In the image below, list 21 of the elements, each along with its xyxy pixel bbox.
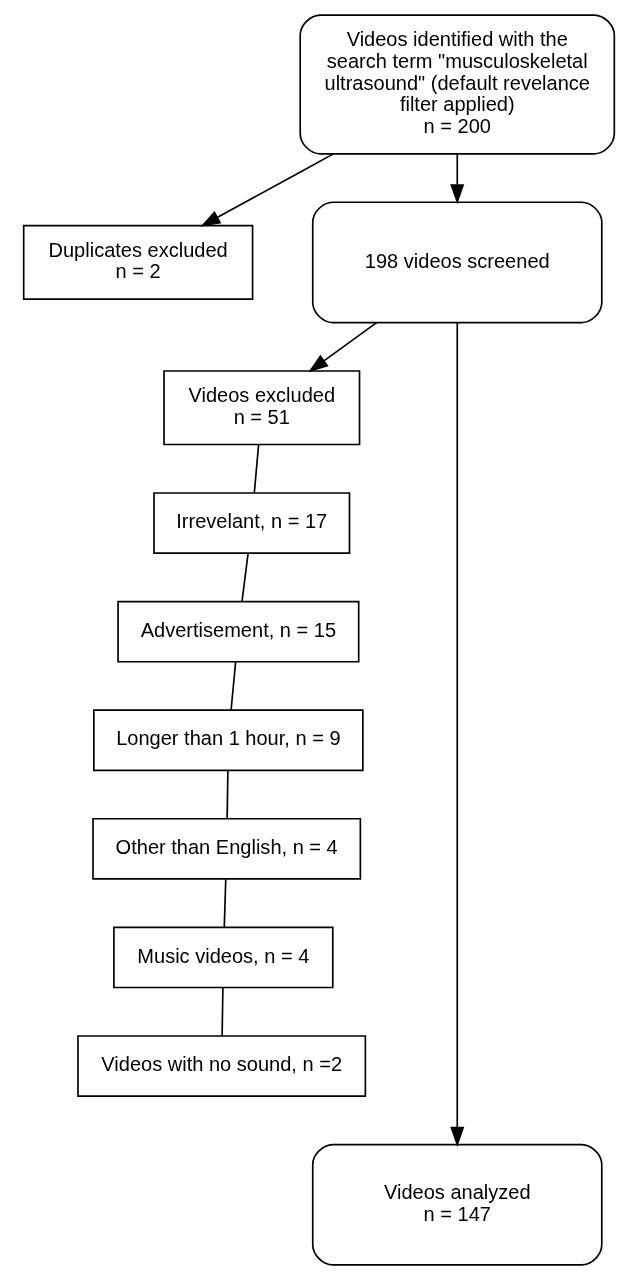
arrow [308, 321, 378, 373]
node-box: Longer than 1 hour, n = 9 [93, 709, 364, 772]
node-box: Duplicates excluded n = 2 [22, 224, 254, 300]
connector [221, 987, 224, 1037]
connector [241, 552, 249, 603]
node-box: Music videos, n = 4 [113, 926, 334, 989]
node-box: Videos with no sound, n =2 [77, 1035, 367, 1097]
node-box: 198 videos screened [311, 201, 603, 324]
arrow [200, 153, 335, 227]
connector [223, 878, 227, 928]
node-box: Videos excluded n = 51 [163, 370, 361, 446]
arrow [450, 322, 465, 1147]
arrow [450, 153, 465, 205]
node-box: Videos analyzed n = 147 [311, 1143, 603, 1266]
connector [253, 444, 260, 494]
node-box: Irrevelant, n = 17 [153, 492, 351, 554]
node-box: Advertisement, n = 15 [117, 600, 360, 663]
node-box: Other than English, n = 4 [92, 817, 362, 880]
connector [226, 769, 229, 820]
connector [230, 661, 237, 711]
node-box: Videos identified with the search term "musculoskeletal ultrasound" (default revelance filter applied) n = 200 [299, 14, 616, 155]
